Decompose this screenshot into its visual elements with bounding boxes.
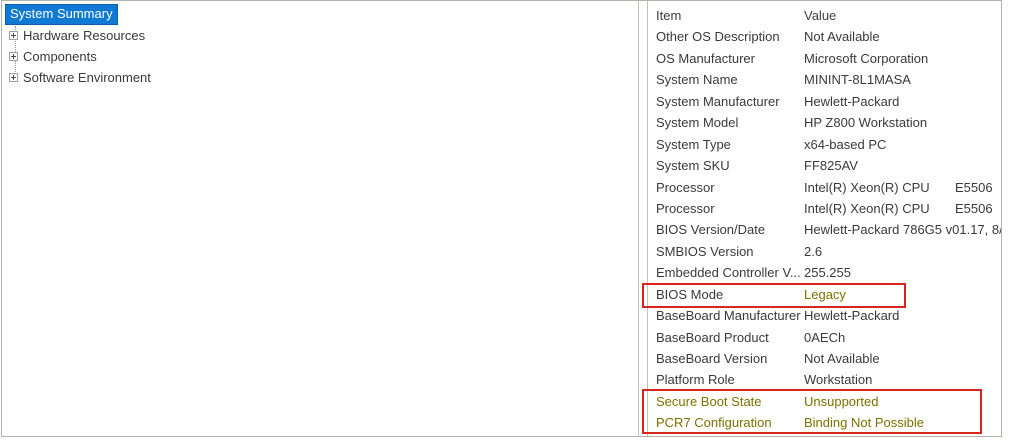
column-header-item: Item	[656, 8, 682, 23]
table-header-row: Item Value	[648, 5, 1001, 26]
item-cell: BaseBoard Manufacturer	[656, 308, 801, 324]
expand-plus-icon[interactable]	[9, 52, 18, 61]
table-row[interactable]: System Model HP Z800 Workstation	[648, 112, 1001, 133]
item-cell: System Manufacturer	[656, 93, 780, 109]
tree-item-components[interactable]: Components	[9, 46, 151, 67]
value-cell: Hewlett-Packard 786G5 v01.17, 8/	[804, 222, 1001, 238]
table-row[interactable]: Platform Role Workstation	[648, 369, 1001, 390]
item-cell: Processor	[656, 200, 715, 216]
item-cell: BaseBoard Product	[656, 329, 769, 345]
value-cell: Not Available	[804, 351, 880, 366]
item-cell: Other OS Description	[656, 29, 780, 45]
table-row[interactable]: Processor Intel(R) Xeon(R) CPU E5506	[648, 198, 1001, 219]
item-cell: BaseBoard Version	[656, 351, 768, 366]
value-cell: Hewlett-Packard	[804, 308, 900, 324]
expand-plus-icon[interactable]	[9, 73, 18, 82]
item-cell: System Model	[656, 115, 739, 131]
item-cell: Processor	[656, 179, 715, 195]
table-row[interactable]: SMBIOS Version 2.6	[648, 241, 1001, 262]
tree-item-software-environment[interactable]: Software Environment	[9, 67, 151, 88]
table-row[interactable]: OS Manufacturer Microsoft Corporation	[648, 48, 1001, 69]
item-cell: PCR7 Configuration	[656, 415, 772, 431]
item-cell: System Type	[656, 136, 731, 152]
table-row[interactable]: System Name MININT-8L1MASA	[648, 69, 1001, 90]
value-cell: Binding Not Possible	[804, 415, 924, 431]
item-cell: SMBIOS Version	[656, 243, 754, 259]
item-cell: OS Manufacturer	[656, 50, 755, 66]
value-cell: Workstation	[804, 372, 873, 388]
tree-item-system-summary[interactable]: System Summary	[5, 4, 118, 25]
value-cell: x64-based PC	[804, 136, 887, 152]
table-row[interactable]: System Type x64-based PC	[648, 134, 1001, 155]
value-cell: MININT-8L1MASA	[804, 72, 911, 88]
item-cell: Platform Role	[656, 372, 735, 388]
table-row[interactable]: Secure Boot State Unsupported	[648, 391, 1001, 412]
table-row[interactable]: BIOS Mode Legacy	[648, 284, 1001, 305]
tree-item-label: Software Environment	[23, 70, 151, 85]
item-cell: Secure Boot State	[656, 393, 762, 409]
item-cell: BIOS Version/Date	[656, 222, 766, 238]
value-cell: Not Available	[804, 29, 880, 45]
table-row[interactable]: PCR7 Configuration Binding Not Possible	[648, 412, 1001, 433]
value-cell: Unsupported	[804, 393, 879, 409]
column-header-value: Value	[804, 8, 837, 23]
value-cell: 255.255	[804, 265, 851, 281]
item-cell: BIOS Mode	[656, 286, 724, 302]
table-row[interactable]: System Manufacturer Hewlett-Packard	[648, 91, 1001, 112]
value-cell: Intel(R) Xeon(R) CPU E5506	[804, 179, 993, 195]
tree-item-label: Components	[23, 49, 97, 64]
table-row[interactable]: Embedded Controller V...255.255	[648, 262, 1001, 283]
table-row[interactable]: Other OS Description Not Available	[648, 26, 1001, 47]
value-cell: FF825AV	[804, 158, 858, 174]
tree-item-label: Hardware Resources	[23, 28, 146, 43]
tree-item-hardware-resources[interactable]: Hardware Resources	[9, 25, 151, 46]
table-row[interactable]: BIOS Version/Date Hewlett-Packard 786G5 v…	[648, 219, 1001, 240]
value-cell: 2.6	[804, 243, 823, 259]
item-cell: Embedded Controller V...	[656, 265, 801, 281]
pane-splitter[interactable]	[638, 1, 648, 436]
table-row[interactable]: BaseBoard Product 0AECh	[648, 327, 1001, 348]
expand-plus-icon[interactable]	[9, 31, 18, 40]
value-cell: Hewlett-Packard	[804, 93, 900, 109]
value-cell: 0AECh	[804, 329, 846, 345]
table-row[interactable]: BaseBoard Version Not Available	[648, 348, 1001, 369]
value-cell: Legacy	[804, 286, 846, 302]
item-cell: System SKU	[656, 158, 730, 174]
table-row[interactable]: Processor Intel(R) Xeon(R) CPU E5506	[648, 177, 1001, 198]
value-cell: Intel(R) Xeon(R) CPU E5506	[804, 200, 993, 216]
value-cell: Microsoft Corporation	[804, 50, 929, 66]
table-row[interactable]: System SKU FF825AV	[648, 155, 1001, 176]
value-cell: HP Z800 Workstation	[804, 115, 928, 131]
item-cell: System Name	[656, 72, 738, 88]
